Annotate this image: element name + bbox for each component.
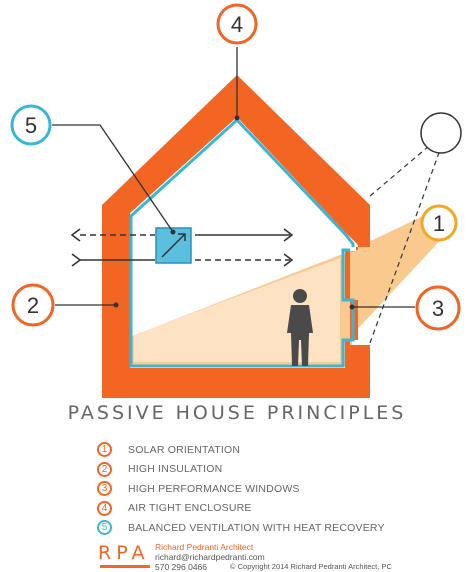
person-silhouette-icon [287, 289, 313, 366]
callout-1: 1 [420, 204, 458, 242]
legend-label: AIR TIGHT ENCLOSURE [128, 502, 252, 515]
window-top [350, 247, 356, 251]
leader-dot [234, 115, 240, 121]
sun-circle [420, 112, 462, 154]
interior-floor-area [134, 258, 340, 362]
ventilation-arrows [70, 228, 294, 267]
legend-label: BALANCED VENTILATION WITH HEAT RECOVERY [128, 521, 385, 534]
logo-underline [100, 565, 150, 568]
callout-2: 2 [11, 283, 55, 327]
diagram-title: PASSIVE HOUSE PRINCIPLES [67, 402, 407, 424]
legend: 1 SOLAR ORIENTATION 2 HIGH INSULATION 3 … [97, 440, 385, 538]
leader-dot [113, 302, 119, 308]
insulation-shell [102, 75, 370, 398]
contact-phone: 570 296 0466 [155, 562, 207, 572]
rpa-logo: RPA [98, 542, 150, 564]
callout-2-label: 2 [27, 293, 39, 318]
passive-house-diagram: 4 5 1 2 3 [10, 3, 462, 398]
sun-guide-line [369, 149, 441, 344]
footer: RPA Richard Pedranti Architect richard@r… [98, 540, 474, 572]
callout-3-label: 3 [432, 296, 444, 321]
legend-item: 1 SOLAR ORIENTATION [97, 440, 385, 460]
callout-4-label: 4 [231, 12, 243, 37]
callout-3: 3 [415, 285, 461, 331]
callout-leaders [52, 47, 415, 308]
callout-5-label: 5 [25, 113, 37, 138]
firm-name: Richard Pedranti Architect [155, 542, 254, 552]
legend-item: 3 HIGH PERFORMANCE WINDOWS [97, 479, 385, 499]
leader-dot [170, 229, 176, 235]
sun-guide-line [369, 139, 437, 197]
callout-4: 4 [216, 3, 258, 45]
contact-email[interactable]: richard@richardpedranti.com [155, 552, 265, 562]
leader-dot [349, 304, 355, 310]
legend-item: 2 HIGH INSULATION [97, 460, 385, 480]
legend-label: HIGH INSULATION [128, 463, 223, 476]
legend-number-badge: 3 [97, 481, 112, 497]
legend-label: HIGH PERFORMANCE WINDOWS [128, 482, 300, 495]
callout-1-label: 1 [433, 211, 445, 236]
legend-label: SOLAR ORIENTATION [128, 443, 241, 456]
legend-number-badge: 2 [97, 461, 112, 477]
legend-number-badge: 4 [97, 500, 112, 516]
legend-number-badge: 5 [97, 520, 112, 536]
legend-item: 5 BALANCED VENTILATION WITH HEAT RECOVER… [97, 518, 385, 538]
callout-5: 5 [10, 104, 52, 146]
legend-item: 4 AIR TIGHT ENCLOSURE [97, 499, 385, 519]
copyright-notice: © Copyright 2014 Richard Pedranti Archit… [230, 562, 392, 571]
legend-number-badge: 1 [97, 442, 112, 458]
